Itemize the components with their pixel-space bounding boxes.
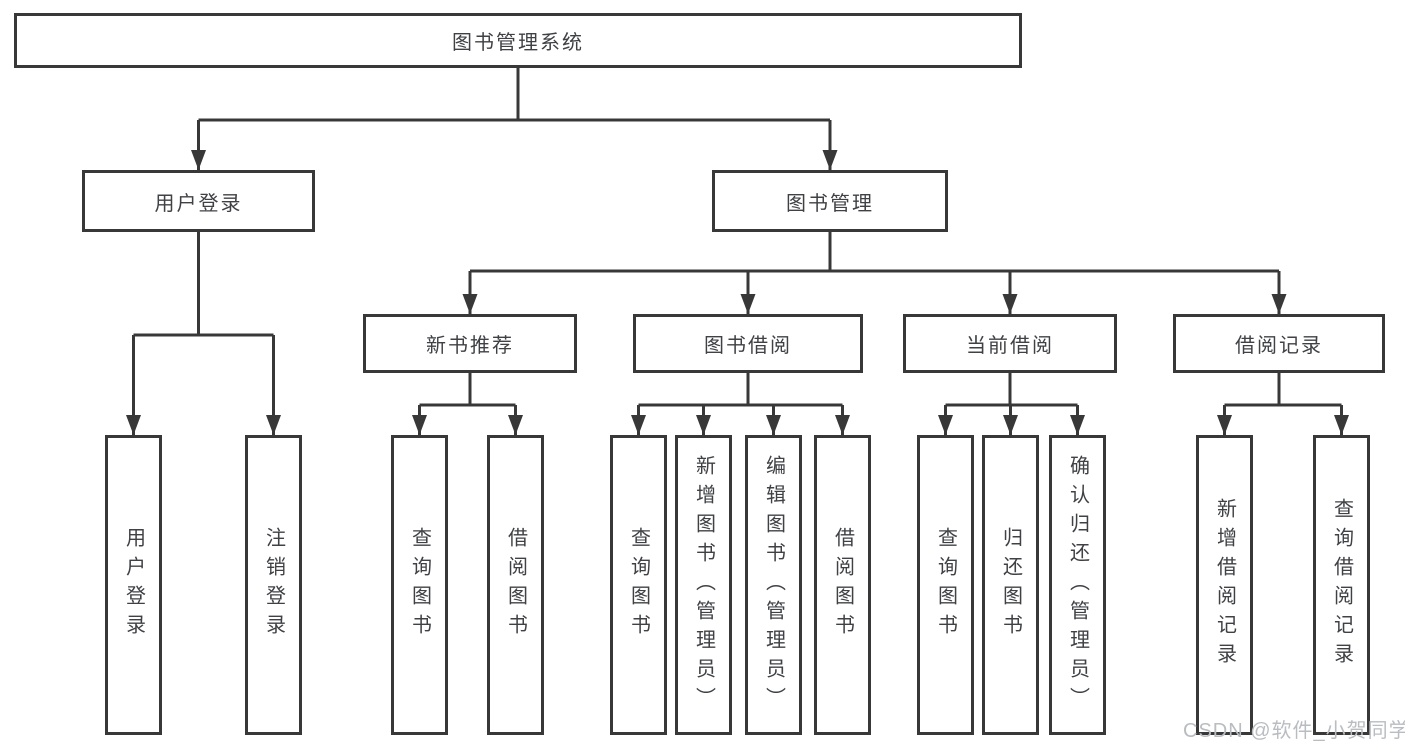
leaf-user-login-label: 用户登录	[122, 527, 145, 643]
node-user-login: 用户登录	[82, 170, 315, 232]
leaf-query-borrow-record: 查询借阅记录	[1313, 435, 1370, 735]
leaf-user-login: 用户登录	[105, 435, 162, 735]
leaf-query-borrow-record-label: 查询借阅记录	[1330, 498, 1353, 672]
leaf-query-books-recommend: 查询图书	[391, 435, 448, 735]
leaf-borrow-books-label: 借阅图书	[831, 527, 854, 643]
leaf-borrow-books-recommend: 借阅图书	[487, 435, 544, 735]
leaf-add-borrow-record: 新增借阅记录	[1196, 435, 1253, 735]
leaf-confirm-return-admin: 确认归还（管理员）	[1049, 435, 1106, 735]
leaf-return-books: 归还图书	[982, 435, 1039, 735]
leaf-query-books-recommend-label: 查询图书	[408, 527, 431, 643]
leaf-logout-label: 注销登录	[262, 527, 285, 643]
leaf-edit-books-admin: 编辑图书（管理员）	[745, 435, 802, 735]
leaf-add-borrow-record-label: 新增借阅记录	[1213, 498, 1236, 672]
node-new-book-recommend: 新书推荐	[363, 314, 577, 373]
leaf-confirm-return-admin-label: 确认归还（管理员）	[1066, 454, 1089, 716]
leaf-return-books-label: 归还图书	[999, 527, 1022, 643]
leaf-query-books-borrow-label: 查询图书	[627, 527, 650, 643]
leaf-query-books-current: 查询图书	[917, 435, 974, 735]
leaf-borrow-books-recommend-label: 借阅图书	[504, 527, 527, 643]
node-borrow-records: 借阅记录	[1173, 314, 1385, 373]
leaf-query-books-borrow: 查询图书	[610, 435, 667, 735]
leaf-add-books-admin-label: 新增图书（管理员）	[692, 454, 715, 716]
leaf-logout: 注销登录	[245, 435, 302, 735]
leaf-edit-books-admin-label: 编辑图书（管理员）	[762, 454, 785, 716]
leaf-borrow-books: 借阅图书	[814, 435, 871, 735]
leaf-add-books-admin: 新增图书（管理员）	[675, 435, 732, 735]
node-current-borrow: 当前借阅	[903, 314, 1117, 373]
csdn-watermark: CSDN @软件_小贺同学	[1183, 720, 1405, 742]
node-book-management: 图书管理	[712, 170, 948, 232]
node-book-borrow: 图书借阅	[633, 314, 863, 373]
leaf-query-books-current-label: 查询图书	[934, 527, 957, 643]
node-library-management-system: 图书管理系统	[14, 13, 1022, 68]
